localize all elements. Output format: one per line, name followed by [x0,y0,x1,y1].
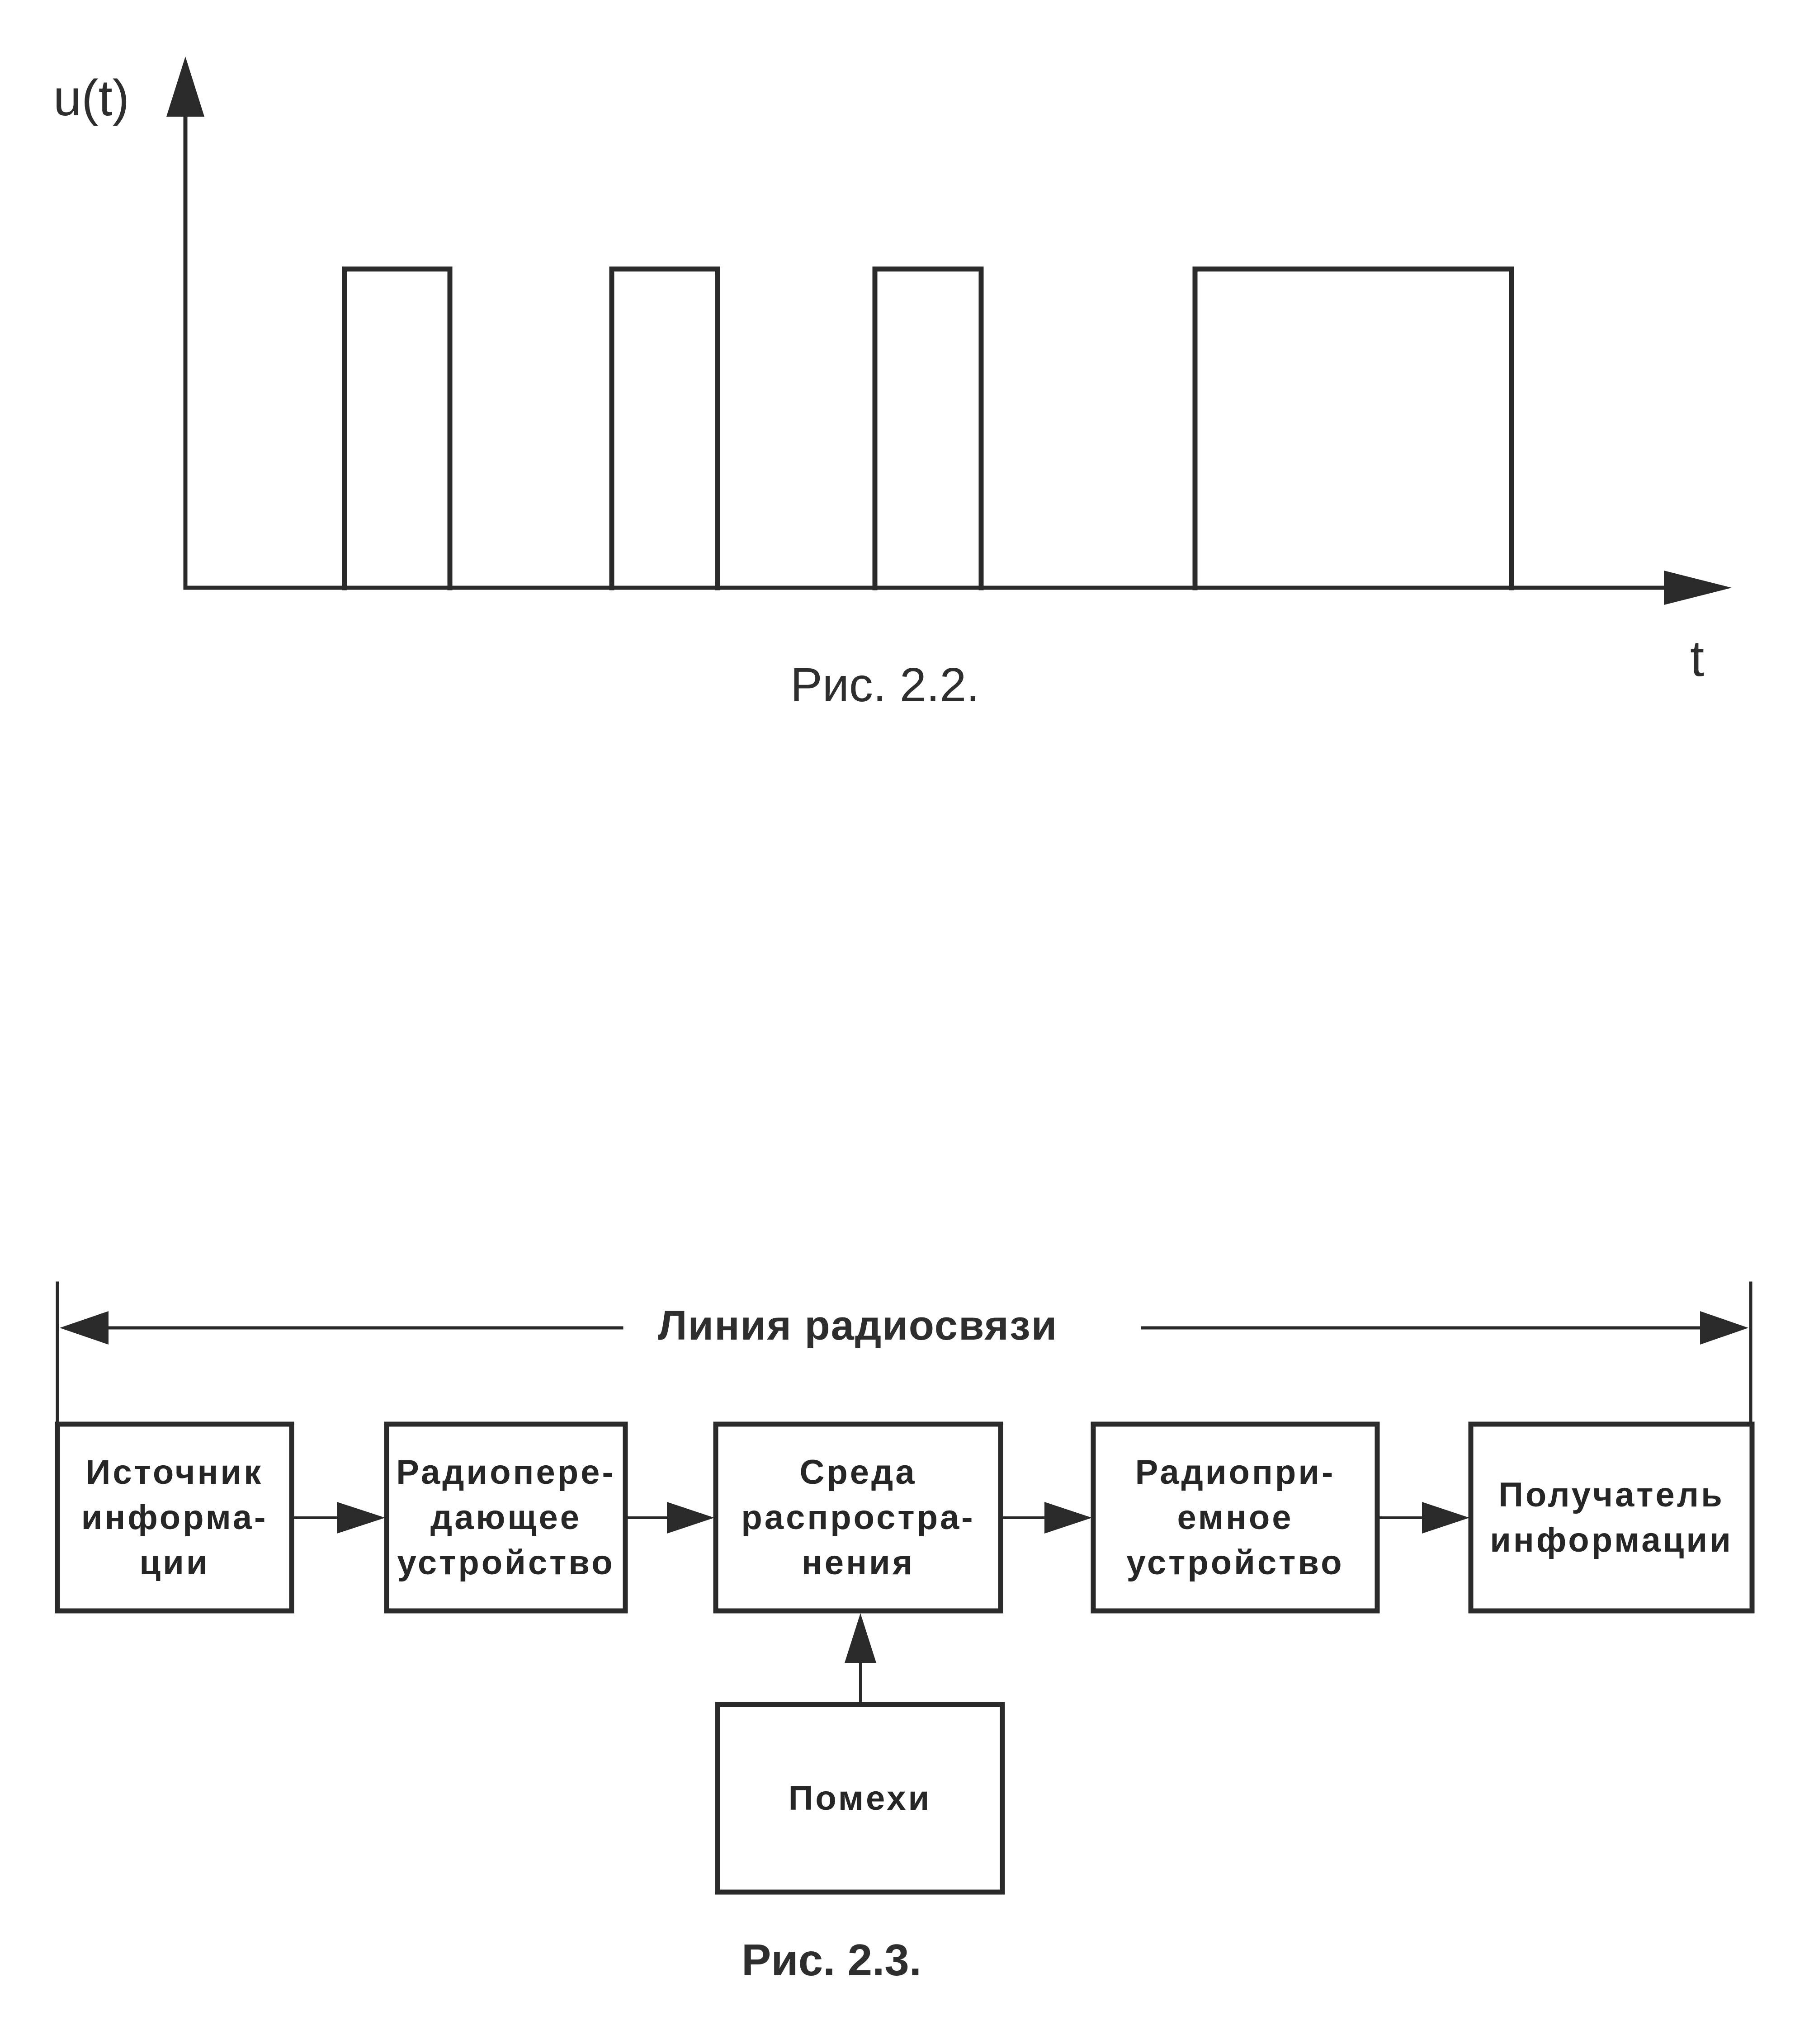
figure-2-3-diagram [55,1281,1755,1895]
figure-2-2-caption: Рис. 2.2. [790,658,980,712]
pulse-3 [872,266,984,590]
pulse-4 [1192,266,1514,590]
block-source: Источник информа- ции [81,1453,268,1582]
x-axis-label: t [1690,630,1705,687]
y-axis-label: u(t) [53,70,129,126]
block-recipient: Получатель информации [1490,1475,1733,1559]
pulse-1 [342,266,453,590]
block-recipient-border [1468,1421,1755,1614]
span-arrow-right-head [1700,1311,1748,1345]
arrow-source-to-transmitter-head [337,1502,385,1534]
x-axis-arrowhead [1664,571,1732,605]
block-receiver: Радиопри- емное устройство [1126,1453,1344,1582]
pulse-2 [609,266,720,590]
span-label: Линия радиосвязи [658,1303,1058,1349]
figure-2-2-plot [166,57,1732,605]
y-axis-arrowhead [166,57,204,117]
arrow-noise-to-medium-head [845,1613,876,1663]
block-noise: Помехи [788,1779,932,1817]
arrow-receiver-to-recipient-head [1422,1502,1469,1534]
block-medium: Среда распростра- нения [741,1453,975,1582]
arrow-medium-to-receiver-head [1044,1502,1092,1534]
figure-2-3-caption: Рис. 2.3. [742,1935,922,1985]
arrow-transmitter-to-medium-head [667,1502,714,1534]
block-transmitter: Радиопере- дающее устройство [396,1453,616,1582]
span-arrow-left-head [60,1311,109,1345]
